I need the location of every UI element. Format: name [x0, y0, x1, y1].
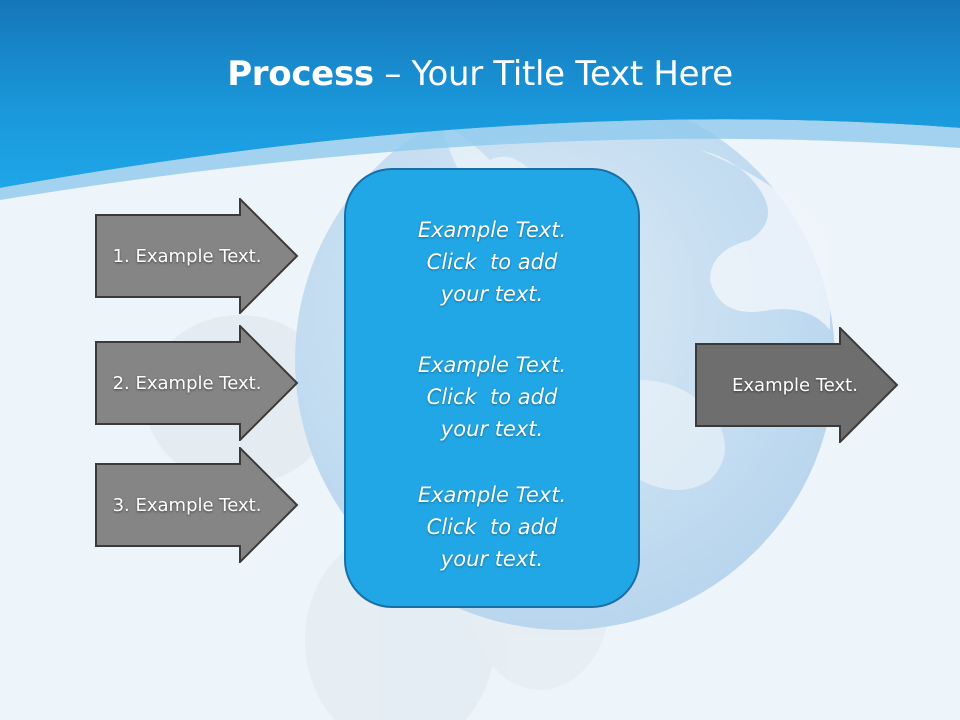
slide-title: Process – Your Title Text Here [0, 52, 960, 96]
input-arrow-2[interactable]: 2. Example Text. [95, 325, 299, 441]
center-text-line: Click to add [426, 250, 558, 274]
input-arrow-label: 2. Example Text. [112, 372, 262, 394]
center-text-line: your text. [440, 547, 544, 571]
center-text-block-1[interactable]: Example Text. Click to add your text. [346, 214, 638, 310]
center-text-line: Example Text. [417, 353, 567, 377]
title-rest: – Your Title Text Here [373, 54, 733, 94]
output-arrow[interactable]: Example Text. [695, 327, 899, 443]
input-arrow-label: 1. Example Text. [112, 245, 262, 267]
center-text-line: Example Text. [417, 218, 567, 242]
center-text-block-2[interactable]: Example Text. Click to add your text. [346, 349, 638, 445]
input-arrow-3[interactable]: 3. Example Text. [95, 447, 299, 563]
center-text-line: Example Text. [417, 483, 567, 507]
input-arrow-label: 3. Example Text. [112, 494, 262, 516]
center-text-line: Click to add [426, 385, 558, 409]
center-text-line: your text. [440, 282, 544, 306]
center-text-block-3[interactable]: Example Text. Click to add your text. [346, 479, 638, 575]
input-arrow-1[interactable]: 1. Example Text. [95, 198, 299, 314]
center-text-line: Click to add [426, 515, 558, 539]
title-bold: Process [227, 54, 374, 94]
center-process-box[interactable]: Example Text. Click to add your text. Ex… [344, 168, 640, 608]
output-arrow-label: Example Text. [732, 374, 858, 396]
center-text-line: your text. [440, 417, 544, 441]
